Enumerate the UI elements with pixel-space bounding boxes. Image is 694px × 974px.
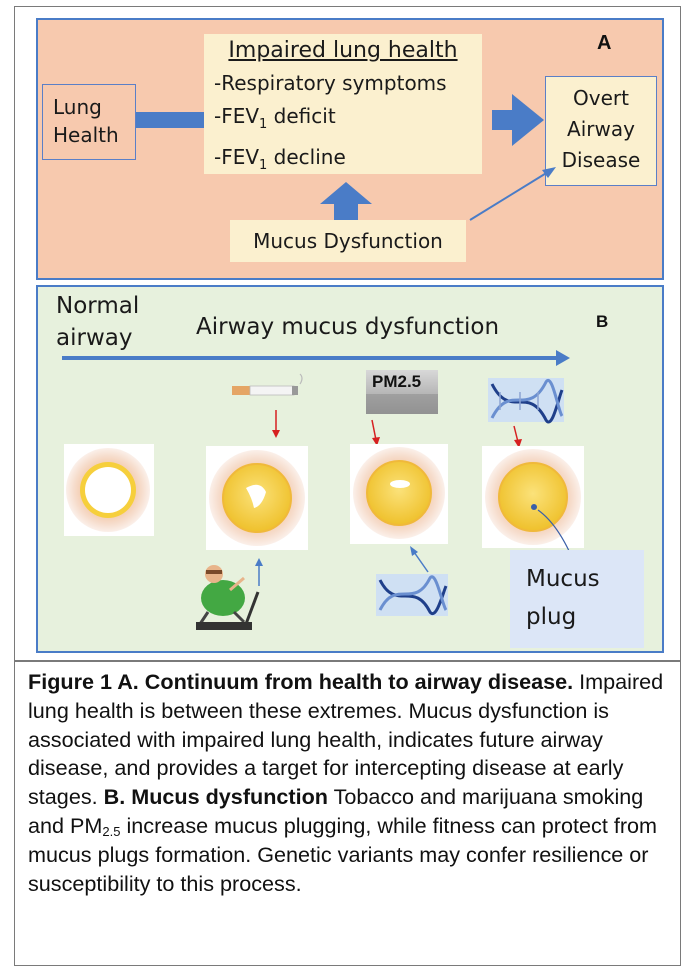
deficit-text: deficit <box>267 104 336 128</box>
mucus-to-impaired-arrow <box>320 182 372 220</box>
dna-trigger-arrow <box>513 425 522 448</box>
normal-airway-label: Normal airway <box>56 290 139 354</box>
lung-to-impaired-arrow <box>136 112 204 128</box>
airway-plugged <box>482 446 584 548</box>
normal-airway-line-1: Normal <box>56 293 140 319</box>
pm25-trigger-arrow <box>371 419 380 446</box>
figure-caption: Figure 1 A. Continuum from health to air… <box>28 668 673 898</box>
caption-divider <box>14 660 681 662</box>
airway-normal <box>64 444 154 536</box>
mucus-dysfunction-box: Mucus Dysfunction <box>230 220 466 262</box>
caption-pm-subscript: 2.5 <box>102 823 121 839</box>
mucus-plug-line-1: Mucus <box>526 566 600 592</box>
impaired-lung-health-box: Impaired lung health -Respiratory sympto… <box>204 34 482 174</box>
lung-health-line-1: Lung <box>53 95 102 119</box>
caption-text-b2: increase mucus plugging, while fitness c… <box>28 812 658 896</box>
fitness-protect-arrow <box>255 558 263 586</box>
overt-line-2: Airway <box>567 117 635 141</box>
pm25-pollution-icon <box>366 370 438 414</box>
impaired-to-overt-arrow <box>492 94 544 146</box>
lung-health-box: Lung Health <box>42 84 136 160</box>
caption-text-a: Impaired lung health is between these ex… <box>28 669 664 810</box>
fev-subscript: 1 <box>259 117 268 132</box>
mucus-to-overt-arrow <box>469 167 556 221</box>
panel-a-letter: A <box>597 32 612 54</box>
genetic-variant-arrow <box>410 546 429 573</box>
caption-figure-label: Figure 1 A. Continuum from health to air… <box>28 669 574 694</box>
dna-icon <box>376 574 448 616</box>
airway-mild-mucus <box>206 446 308 550</box>
overt-airway-disease-box: Overt Airway Disease <box>545 76 657 186</box>
dysfunction-progression-arrow <box>62 350 570 366</box>
caption-b-label: B. Mucus dysfunction <box>103 784 328 810</box>
normal-airway-line-2: airway <box>56 325 133 351</box>
pm25-label: PM2.5 <box>372 372 422 391</box>
airway-mucus-dysfunction-label: Airway mucus dysfunction <box>196 314 500 340</box>
cigarette-trigger-arrow <box>272 410 280 438</box>
impaired-lung-health-title: Impaired lung health <box>228 38 458 63</box>
lung-health-line-2: Health <box>53 123 119 147</box>
impaired-item-symptoms-text: -Respiratory symptoms <box>214 71 447 95</box>
dna-icon <box>488 378 564 424</box>
fev-text: -FEV <box>214 104 260 128</box>
overt-line-3: Disease <box>561 148 641 172</box>
overt-line-1: Overt <box>573 86 629 110</box>
impaired-item-symptoms: -Respiratory symptoms <box>214 67 482 100</box>
fev-subscript: 1 <box>259 158 268 173</box>
fev-text: -FEV <box>214 145 260 169</box>
mucus-plug-line-2: plug <box>526 604 577 630</box>
mucus-plug-callout: Mucus plug <box>510 550 644 648</box>
caption-text-b1: Tobacco and marijuana smoking and PM <box>28 784 644 838</box>
decline-text: decline <box>267 145 346 169</box>
airway-moderate-mucus <box>350 444 448 544</box>
treadmill-runner-icon <box>196 565 260 630</box>
impaired-item-fev1-decline: -FEV1 decline <box>214 141 482 182</box>
impaired-item-fev1-deficit: -FEV1 deficit <box>214 100 482 141</box>
panel-b-letter: B <box>596 312 609 331</box>
cigarette-icon <box>232 373 303 396</box>
